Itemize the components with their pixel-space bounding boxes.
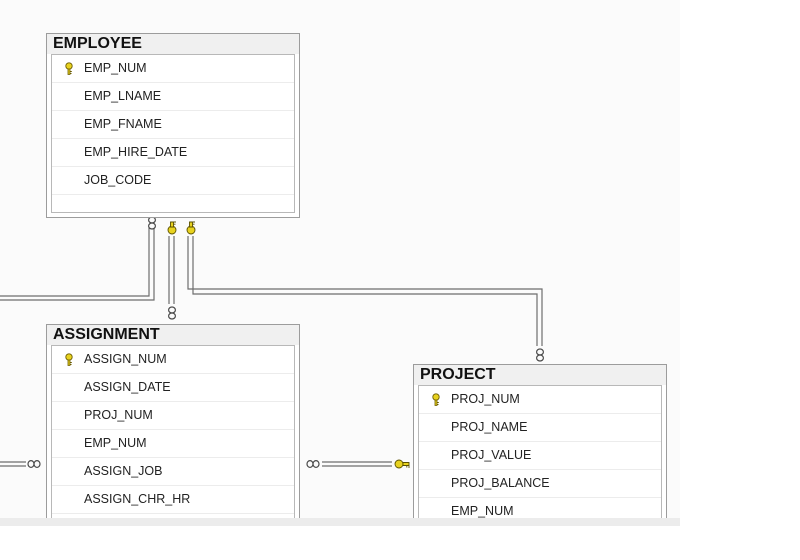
- column-name: EMP_HIRE_DATE: [84, 145, 188, 159]
- column-row[interactable]: PROJ_NUM: [52, 402, 294, 430]
- relationship-employee-left: [0, 228, 150, 297]
- column-name: EMP_NUM: [84, 436, 147, 450]
- column-row[interactable]: JOB_CODE: [52, 167, 294, 195]
- column-row[interactable]: PROJ_BALANCE: [419, 470, 661, 498]
- column-row[interactable]: PROJ_NUM: [419, 386, 661, 414]
- column-name: EMP_NUM: [84, 61, 147, 75]
- column-row[interactable]: ASSIGN_DATE: [52, 374, 294, 402]
- column-row[interactable]: EMP_NUM: [52, 55, 294, 83]
- column-name: EMP_LNAME: [84, 89, 162, 103]
- horizontal-scrollbar[interactable]: [0, 518, 680, 526]
- many-marker-project-top: [535, 348, 544, 362]
- column-row[interactable]: EMP_NUM: [52, 430, 294, 458]
- column-name: PROJ_VALUE: [451, 448, 532, 462]
- key-marker-employee-project: [186, 221, 196, 235]
- primary-key-icon: [62, 55, 76, 82]
- column-row[interactable]: EMP_NUM: [419, 498, 661, 518]
- employee-table-title: EMPLOYEE: [47, 34, 299, 54]
- column-row[interactable]: EMP_FNAME: [52, 111, 294, 139]
- column-name: ASSIGN_NUM: [84, 352, 167, 366]
- relationship-employee-project: [187, 236, 543, 346]
- column-name: ASSIGN_CHR_HR: [84, 492, 191, 506]
- relationship-lines: [0, 216, 544, 469]
- column-row[interactable]: PROJ_VALUE: [419, 442, 661, 470]
- assignment-table-title: ASSIGNMENT: [47, 325, 299, 345]
- primary-key-icon: [62, 346, 76, 373]
- column-name: PROJ_NUM: [84, 408, 153, 422]
- employee-table[interactable]: EMPLOYEE EMP_NUM EMP_LNAME EMP_FNAME: [46, 33, 300, 218]
- primary-key-icon: [429, 386, 443, 413]
- many-marker-assignment-left: [27, 460, 41, 469]
- many-marker-employee-left: [148, 216, 157, 230]
- column-name: EMP_NUM: [451, 504, 514, 518]
- column-row[interactable]: PROJ_NAME: [419, 414, 661, 442]
- many-marker-assignment-right: [306, 460, 320, 469]
- diagram-canvas[interactable]: EMPLOYEE EMP_NUM EMP_LNAME EMP_FNAME: [0, 0, 680, 518]
- assignment-columns: ASSIGN_NUM ASSIGN_DATE PROJ_NUM EMP_NUM …: [51, 345, 295, 518]
- column-row[interactable]: ASSIGN_CHR_HR: [52, 486, 294, 514]
- column-row[interactable]: EMP_LNAME: [52, 83, 294, 111]
- assignment-table[interactable]: ASSIGNMENT ASSIGN_NUM ASSIGN_DATE PROJ_N…: [46, 324, 300, 518]
- column-name: EMP_FNAME: [84, 117, 162, 131]
- employee-columns: EMP_NUM EMP_LNAME EMP_FNAME EMP_HIRE_DAT…: [51, 54, 295, 213]
- column-name: PROJ_NUM: [451, 392, 520, 406]
- many-marker-assignment-top: [168, 306, 177, 320]
- column-name: ASSIGN_DATE: [84, 380, 171, 394]
- column-name: ASSIGN_JOB: [84, 464, 163, 478]
- column-row[interactable]: ASSIGN_JOB: [52, 458, 294, 486]
- column-name: PROJ_NAME: [451, 420, 528, 434]
- column-name: PROJ_BALANCE: [451, 476, 550, 490]
- column-name: JOB_CODE: [84, 173, 152, 187]
- key-marker-employee-assignment: [167, 221, 177, 235]
- project-columns: PROJ_NUM PROJ_NAME PROJ_VALUE PROJ_BALAN…: [418, 385, 662, 518]
- column-row[interactable]: EMP_HIRE_DATE: [52, 139, 294, 167]
- key-marker-project-left: [394, 459, 410, 469]
- project-table-title: PROJECT: [414, 365, 666, 385]
- project-table[interactable]: PROJECT PROJ_NUM PROJ_NAME PROJ_VALUE: [413, 364, 667, 518]
- column-row[interactable]: ASSIGN_NUM: [52, 346, 294, 374]
